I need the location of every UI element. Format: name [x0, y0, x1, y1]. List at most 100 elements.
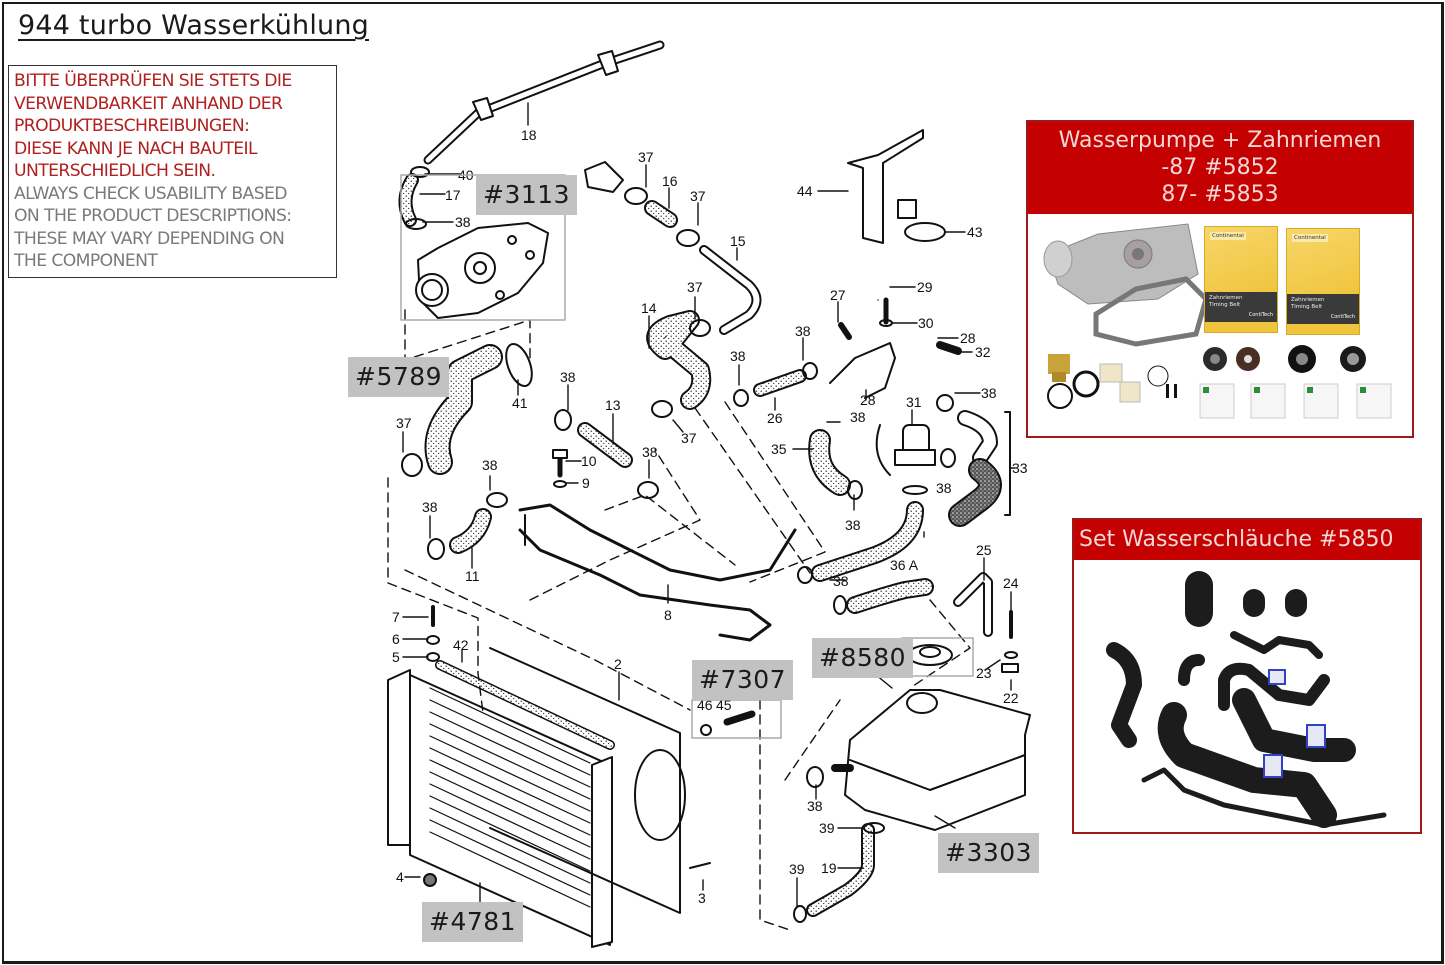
hose-image: [1106, 642, 1142, 748]
belt-box-label-en: Timing Belt: [1209, 302, 1241, 308]
hose-set-photo: [1106, 571, 1387, 828]
water-pump-kit-header: Wasserpumpe + Zahnriemen -87 #5852 87- #…: [1028, 122, 1412, 214]
hose-image: [1141, 767, 1387, 828]
part-ref-drain-bolt[interactable]: #7307: [692, 660, 794, 700]
part-number: 44: [797, 183, 813, 199]
part-ref-tank-cap[interactable]: #8580: [812, 638, 914, 678]
part-number: 37: [690, 188, 706, 204]
part-number: 38: [795, 323, 811, 339]
hose-set-header: Set Wasserschläuche #5850: [1074, 520, 1420, 560]
part-number: 28: [960, 330, 976, 346]
notice-de-line: BITTE ÜBERPRÜFEN SIE STETS DIE: [14, 71, 292, 91]
kit-title: Wasserpumpe + Zahnriemen: [1058, 128, 1382, 153]
gasket-image: [1093, 276, 1209, 347]
part-number: 5: [392, 649, 400, 665]
water-pump-kit-panel[interactable]: Wasserpumpe + Zahnriemen -87 #5852 87- #…: [1026, 120, 1414, 438]
notice-de-line: VERWENDBARKEIT ANHAND DER: [14, 93, 283, 114]
kit-variant-post87: 87- #5853: [1161, 182, 1279, 207]
part-number: 38: [422, 499, 438, 515]
part-number: 3: [698, 890, 706, 906]
part-number: 38: [455, 214, 471, 230]
part-number: 4: [396, 869, 404, 885]
part-number: 37: [681, 430, 697, 446]
guide-rail-image: [1099, 363, 1141, 403]
part-number: 37: [396, 415, 412, 431]
part-number: 17: [445, 187, 461, 203]
belt-box-band: Zahnriemen Timing Belt: [1205, 292, 1277, 322]
hose-image: [1157, 702, 1337, 828]
part-number: 38: [981, 385, 997, 401]
part-18-pipe: [423, 40, 665, 165]
part-number: 38: [642, 444, 658, 460]
part-ref-radiator[interactable]: #4781: [422, 902, 524, 942]
part-number: 38: [845, 517, 861, 533]
hose-image: [1178, 654, 1205, 686]
part-number: 33: [1012, 460, 1028, 476]
o-ring-image: [1047, 383, 1073, 409]
part-number: 18: [521, 127, 537, 143]
belt-box-maker: ContiTech: [1330, 314, 1355, 320]
part-number: 28: [860, 392, 876, 408]
part-number: 14: [641, 300, 657, 316]
part-number: 45: [716, 697, 732, 713]
hose-image: [1230, 631, 1323, 659]
part-number: 30: [918, 315, 934, 331]
hose-set-panel[interactable]: Set Wasserschläuche #5850: [1072, 518, 1422, 834]
kit-variant-pre87: -87 #5852: [1161, 155, 1279, 180]
part-number: 16: [662, 173, 678, 189]
part-number: 35: [771, 441, 787, 457]
belt-box-label-de: Zahnriemen: [1291, 297, 1325, 303]
part-number: 11: [465, 568, 480, 584]
part-number: 31: [906, 394, 922, 410]
part-number: 25: [976, 542, 992, 558]
usability-notice: BITTE ÜBERPRÜFEN SIE STETS DIE VERWENDBA…: [8, 65, 337, 278]
expansion-tank-drawing: [831, 689, 1031, 831]
part-number: 19: [821, 860, 837, 876]
notice-en-line: THE COMPONENT: [14, 251, 158, 271]
hose-image: [1218, 662, 1330, 711]
part-number: 46: [697, 697, 713, 713]
part-number: 38: [850, 409, 866, 425]
part-number: 38: [833, 573, 849, 589]
part-number-labels: 18 40 17 38 37 16 37 15 44 43 29 27 30 3…: [392, 127, 1028, 906]
part-number: 39: [789, 861, 805, 877]
part-number: 37: [687, 279, 703, 295]
notice-en-line: ALWAYS CHECK USABILITY BASED: [14, 183, 288, 204]
part-number: 37: [638, 149, 654, 165]
radiator-drawing: [387, 647, 686, 948]
part-number: 38: [482, 457, 498, 473]
part-ref-upper-hose[interactable]: #5789: [348, 357, 450, 397]
timing-belt-box: Continental Zahnriemen Timing Belt Conti…: [1204, 226, 1278, 333]
water-pump-image: [1043, 223, 1199, 305]
part-ref-expansion-tank[interactable]: #3303: [938, 833, 1040, 873]
notice-de-line: UNTERSCHIEDLICH SEIN.: [14, 161, 216, 181]
part-number: 23: [976, 665, 992, 681]
timing-belt-box: Continental Zahnriemen Timing Belt Conti…: [1286, 228, 1360, 335]
part-8-manifold: [518, 503, 797, 642]
hose-image: [1232, 688, 1356, 762]
notice-de-line: DIESE KANN JE NACH BAUTEIL: [14, 138, 258, 159]
part-number: 36 A: [890, 557, 919, 573]
part-number: 10: [581, 453, 597, 469]
part-number: 7: [392, 609, 400, 625]
part-number: 13: [605, 397, 621, 413]
part-number: 38: [560, 369, 576, 385]
belt-box-band: Zahnriemen Timing Belt: [1287, 294, 1359, 324]
part-number: 27: [830, 287, 846, 303]
part-number: 15: [730, 233, 746, 249]
part-number: 6: [392, 631, 400, 647]
part-number: 38: [730, 348, 746, 364]
part-ref-water-pump[interactable]: #3113: [476, 175, 578, 215]
belt-box-brand: Continental: [1210, 232, 1246, 240]
thermostat-image: [1048, 354, 1070, 382]
part-number: 9: [582, 475, 590, 491]
water-pump-kit-photo: [1043, 223, 1392, 419]
part-number: 38: [807, 798, 823, 814]
notice-en-line: THESE MAY VARY DEPENDING ON: [14, 228, 285, 249]
belt-box-label-en: Timing Belt: [1291, 304, 1323, 310]
part-number: 24: [1003, 575, 1019, 591]
part-number: 8: [664, 607, 672, 623]
part-number: 39: [819, 820, 835, 836]
